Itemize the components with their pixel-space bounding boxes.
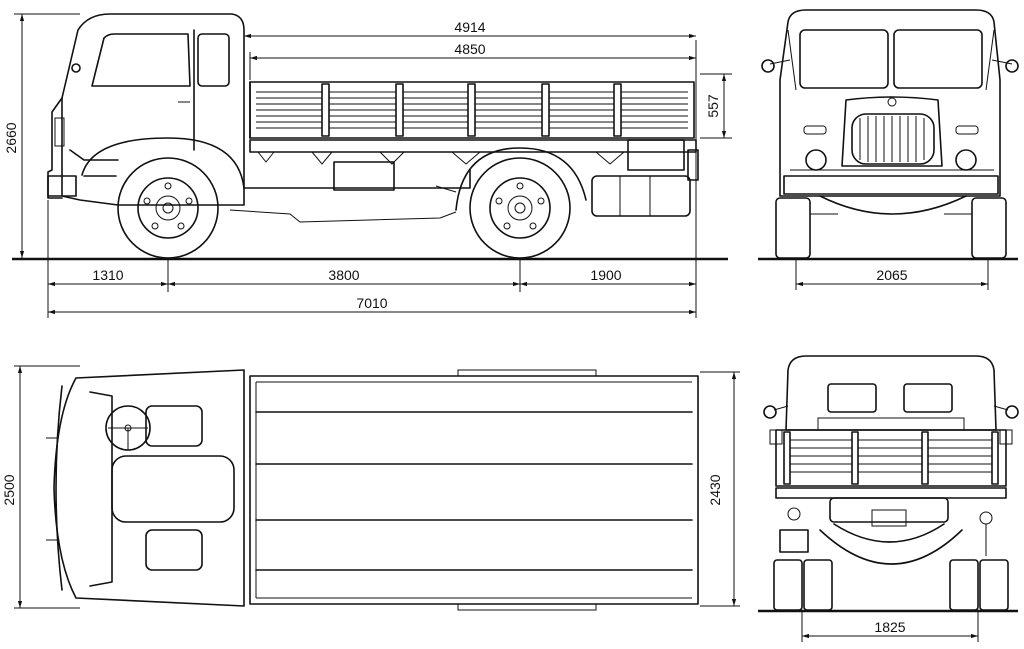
dim-rear-overhang: 1900: [590, 267, 621, 283]
dim-rear-track: 1825: [874, 619, 905, 635]
top-view: 2500 2430: [1, 365, 740, 611]
dim-side-height: 557: [705, 94, 721, 118]
dim-overall-width: 2500: [1, 474, 17, 505]
dim-overall-length: 7010: [356, 295, 387, 311]
dim-body-width: 2430: [707, 474, 723, 505]
side-view: 4914 4850 557 2660 1310 3800 1900 7010: [3, 13, 732, 318]
dim-body-length: 4850: [454, 41, 485, 57]
side-rear-wheel: [469, 157, 571, 259]
side-dimensions: 4914 4850 557 2660 1310 3800 1900 7010: [3, 13, 732, 318]
dim-cab-to-rear: 4914: [454, 19, 485, 35]
side-cargo-bed: [229, 81, 699, 223]
dim-front-overhang: 1310: [92, 267, 123, 283]
dim-overall-height: 2660: [3, 122, 19, 153]
side-cab: [47, 13, 245, 206]
rear-view: 1825: [758, 355, 1019, 642]
side-front-wheel: [117, 157, 219, 259]
dim-wheelbase: 3800: [328, 267, 359, 283]
dim-front-track: 2065: [876, 267, 907, 283]
front-view: 2065: [758, 9, 1019, 290]
